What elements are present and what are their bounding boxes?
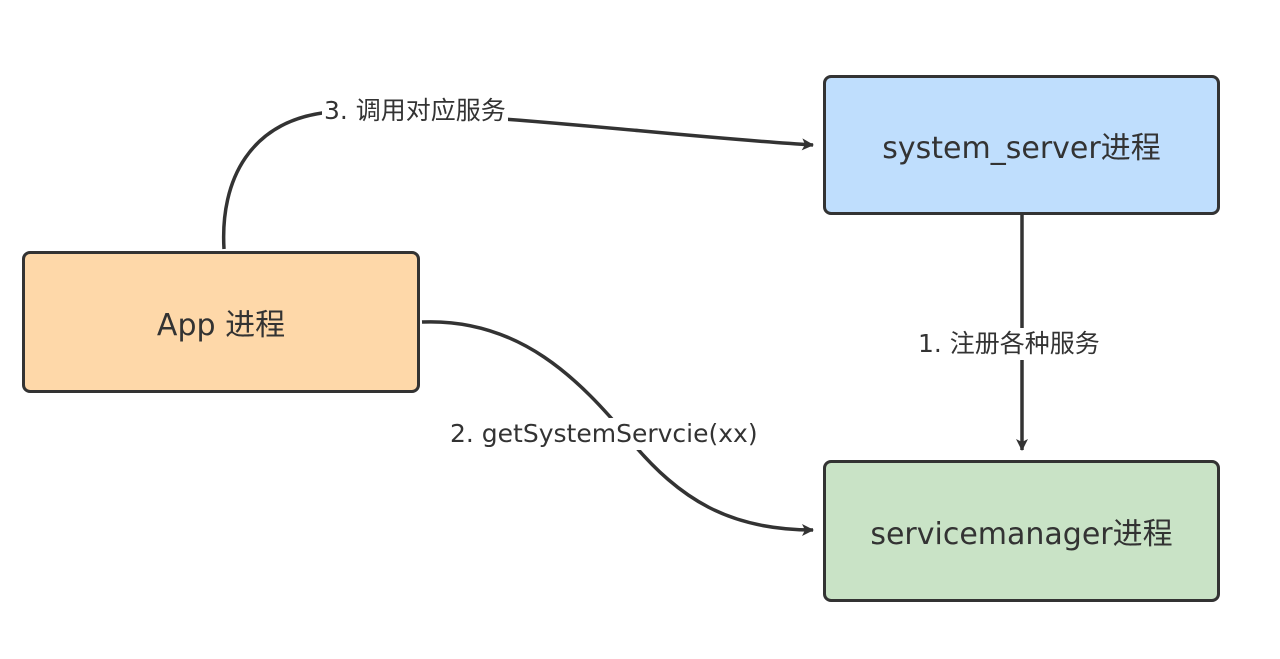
servicemanager-process-node: servicemanager进程 — [823, 460, 1220, 602]
app-process-node: App 进程 — [22, 251, 420, 393]
edge-call-service-arrow — [221, 110, 814, 250]
system-server-process-node: system_server进程 — [823, 75, 1220, 215]
app-process-label: App 进程 — [156, 308, 286, 343]
system-server-process-label: system_server进程 — [882, 131, 1161, 166]
servicemanager-process-label: servicemanager进程 — [870, 517, 1173, 552]
edge-get-service-label: 2. getSystemServcie(xx) — [448, 418, 760, 450]
edge-call-service-label: 3. 调用对应服务 — [322, 95, 508, 127]
edge-register-label: 1. 注册各种服务 — [916, 328, 1102, 360]
